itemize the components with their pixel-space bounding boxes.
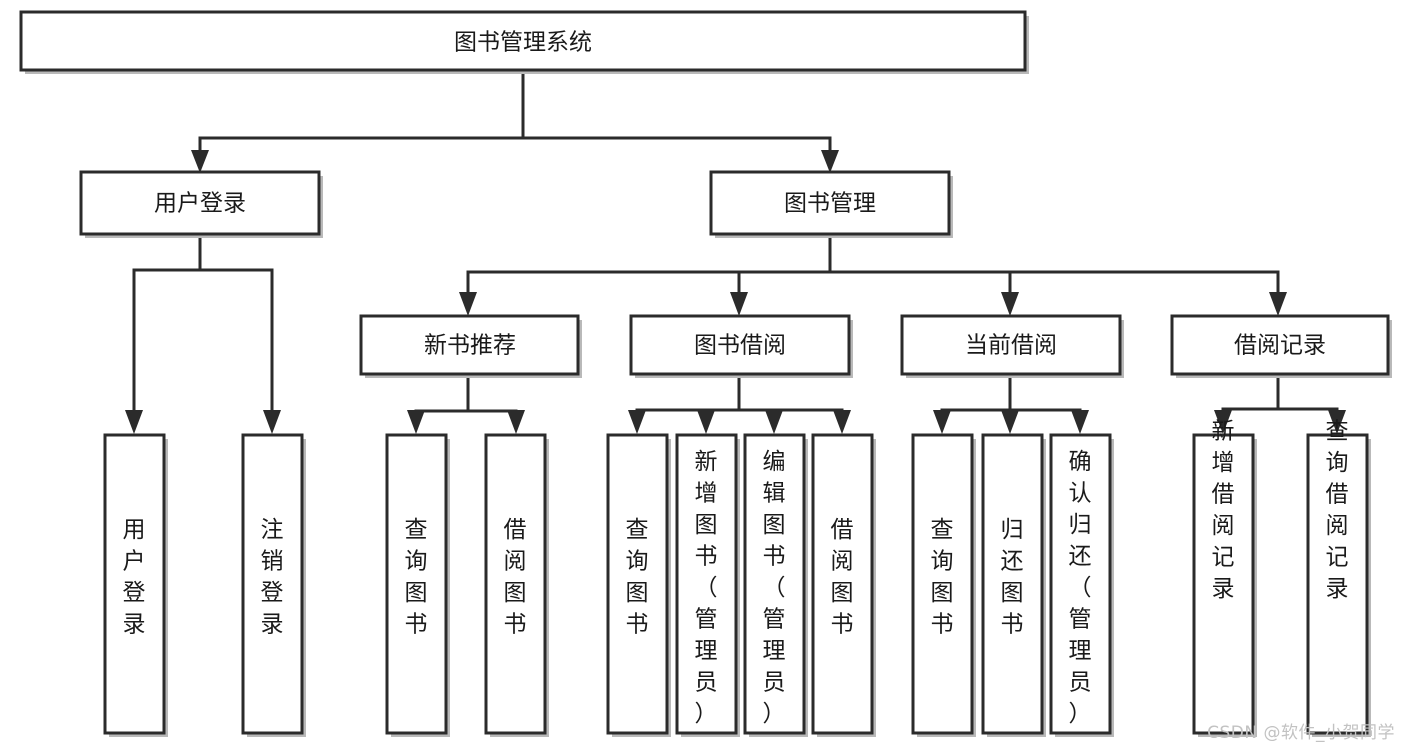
node-leaf-borrow-book-2-box [811,433,874,735]
node-leaf-user-logout[interactable]: 注销登录 [241,433,306,737]
node-leaf-add-record-label: 新增借阅记录 [1212,418,1235,602]
node-leaf-add-book-box [675,433,738,735]
csdn-watermark: CSDN @软件_小贺同学 [1207,723,1395,743]
node-leaf-edit-book[interactable]: 编辑图书（管理员） [743,433,808,737]
node-leaf-query-book-3-label: 查询图书 [931,517,954,638]
arrow-to-leaf-edit-book [765,410,783,434]
node-book-manage-box [709,170,951,236]
node-leaf-query-book-1[interactable]: 查询图书 [385,433,450,737]
node-root-box [19,10,1027,72]
node-current-borrow-box [900,314,1122,376]
node-book-manage[interactable]: 图书管理 [709,170,953,238]
node-leaf-add-book[interactable]: 新增图书（管理员） [675,433,740,737]
node-leaf-borrow-book-1-label: 借阅图书 [504,517,527,638]
arrow-to-leaf-confirm-return [1071,410,1089,434]
arrow-to-leaf-return-book [1001,410,1019,434]
node-leaf-add-book-label: 新增图书（管理员） [695,449,718,727]
arrow-to-leaf-query-book-1 [407,410,425,434]
edge-borrowrecord-bus [1221,372,1339,415]
arrow-to-leaf-query-record [1328,410,1346,434]
node-new-book-rec[interactable]: 新书推荐 [359,314,582,378]
arrow-to-leaf-user-login [125,410,143,434]
node-leaf-edit-book-box [743,433,806,735]
node-leaf-return-book-box [981,433,1044,735]
arrow-to-leaf-user-logout [263,410,281,434]
node-leaf-edit-book-label: 编辑图书（管理员） [763,449,786,727]
node-book-borrow[interactable]: 图书借阅 [629,314,853,378]
node-leaf-return-book[interactable]: 归还图书 [981,433,1046,737]
edge-userlogin-bus [132,232,274,414]
node-leaf-borrow-book-2[interactable]: 借阅图书 [811,433,876,737]
node-leaf-user-logout-label: 注销登录 [261,517,284,638]
node-book-borrow-label: 图书借阅 [694,333,786,359]
node-leaf-confirm-return[interactable]: 确认归还（管理员） [1049,433,1114,737]
node-new-book-rec-label: 新书推荐 [424,333,516,359]
node-leaf-query-book-2-label: 查询图书 [626,517,649,638]
node-leaf-query-book-3-box [911,433,974,735]
node-borrow-record[interactable]: 借阅记录 [1170,314,1392,378]
node-borrow-record-box [1170,314,1390,376]
node-leaf-query-record-label: 查询借阅记录 [1326,418,1349,602]
arrow-to-book-borrow [730,292,748,316]
node-leaf-add-record[interactable]: 新增借阅记录 [1192,418,1257,737]
node-leaf-query-book-1-label: 查询图书 [405,517,428,638]
node-book-borrow-box [629,314,851,376]
node-user-login-box [79,170,321,236]
node-current-borrow-label: 当前借阅 [965,333,1057,359]
node-leaf-query-record-box [1306,433,1369,735]
edges-layer [125,68,1346,434]
edge-root-to-level2-bus [198,68,832,162]
arrow-to-leaf-borrow-book-1 [507,410,525,434]
arrow-to-new-book-rec [459,292,477,316]
node-current-borrow[interactable]: 当前借阅 [900,314,1124,378]
node-book-manage-label: 图书管理 [784,191,876,217]
node-leaf-borrow-book-2-label: 借阅图书 [831,517,854,638]
arrow-to-leaf-borrow-book-2 [833,410,851,434]
edge-newbookrec-bus [414,372,518,416]
node-leaf-return-book-label: 归还图书 [1001,517,1024,638]
node-leaf-borrow-book-1[interactable]: 借阅图书 [484,433,549,737]
arrow-to-book-manage [821,150,839,173]
node-root[interactable]: 图书管理系统 [19,10,1029,74]
edge-bookmanage-bus [466,232,1280,300]
node-new-book-rec-box [359,314,580,376]
arrow-to-borrow-record [1269,292,1287,316]
node-leaf-user-login-label: 用户登录 [123,517,146,638]
node-leaf-user-login[interactable]: 用户登录 [103,433,168,737]
arrow-to-leaf-add-book [697,410,715,434]
node-leaf-query-book-1-box [385,433,448,735]
node-leaf-add-record-box [1192,433,1255,735]
node-borrow-record-label: 借阅记录 [1234,333,1326,359]
node-leaf-query-book-3[interactable]: 查询图书 [911,433,976,737]
arrow-to-leaf-query-book-2 [628,410,646,434]
edge-bookborrow-bus [635,372,844,416]
node-leaf-query-book-2-box [606,433,669,735]
node-leaf-user-login-box [103,433,166,735]
node-leaf-confirm-return-label: 确认归还（管理员） [1069,449,1092,727]
node-user-login[interactable]: 用户登录 [79,170,323,238]
node-leaf-query-book-2[interactable]: 查询图书 [606,433,671,737]
node-leaf-user-logout-box [241,433,304,735]
edge-currentborrow-bus [940,372,1082,416]
arrow-to-current-borrow [1001,292,1019,316]
arrow-to-user-login [191,150,209,173]
node-leaf-confirm-return-box [1049,433,1112,735]
arrow-to-leaf-add-record [1214,410,1232,434]
arrow-to-leaf-query-book-3 [933,410,951,434]
node-root-label: 图书管理系统 [454,30,592,56]
node-leaf-borrow-book-1-box [484,433,547,735]
node-leaf-query-record[interactable]: 查询借阅记录 [1306,418,1371,737]
node-user-login-label: 用户登录 [154,191,246,217]
